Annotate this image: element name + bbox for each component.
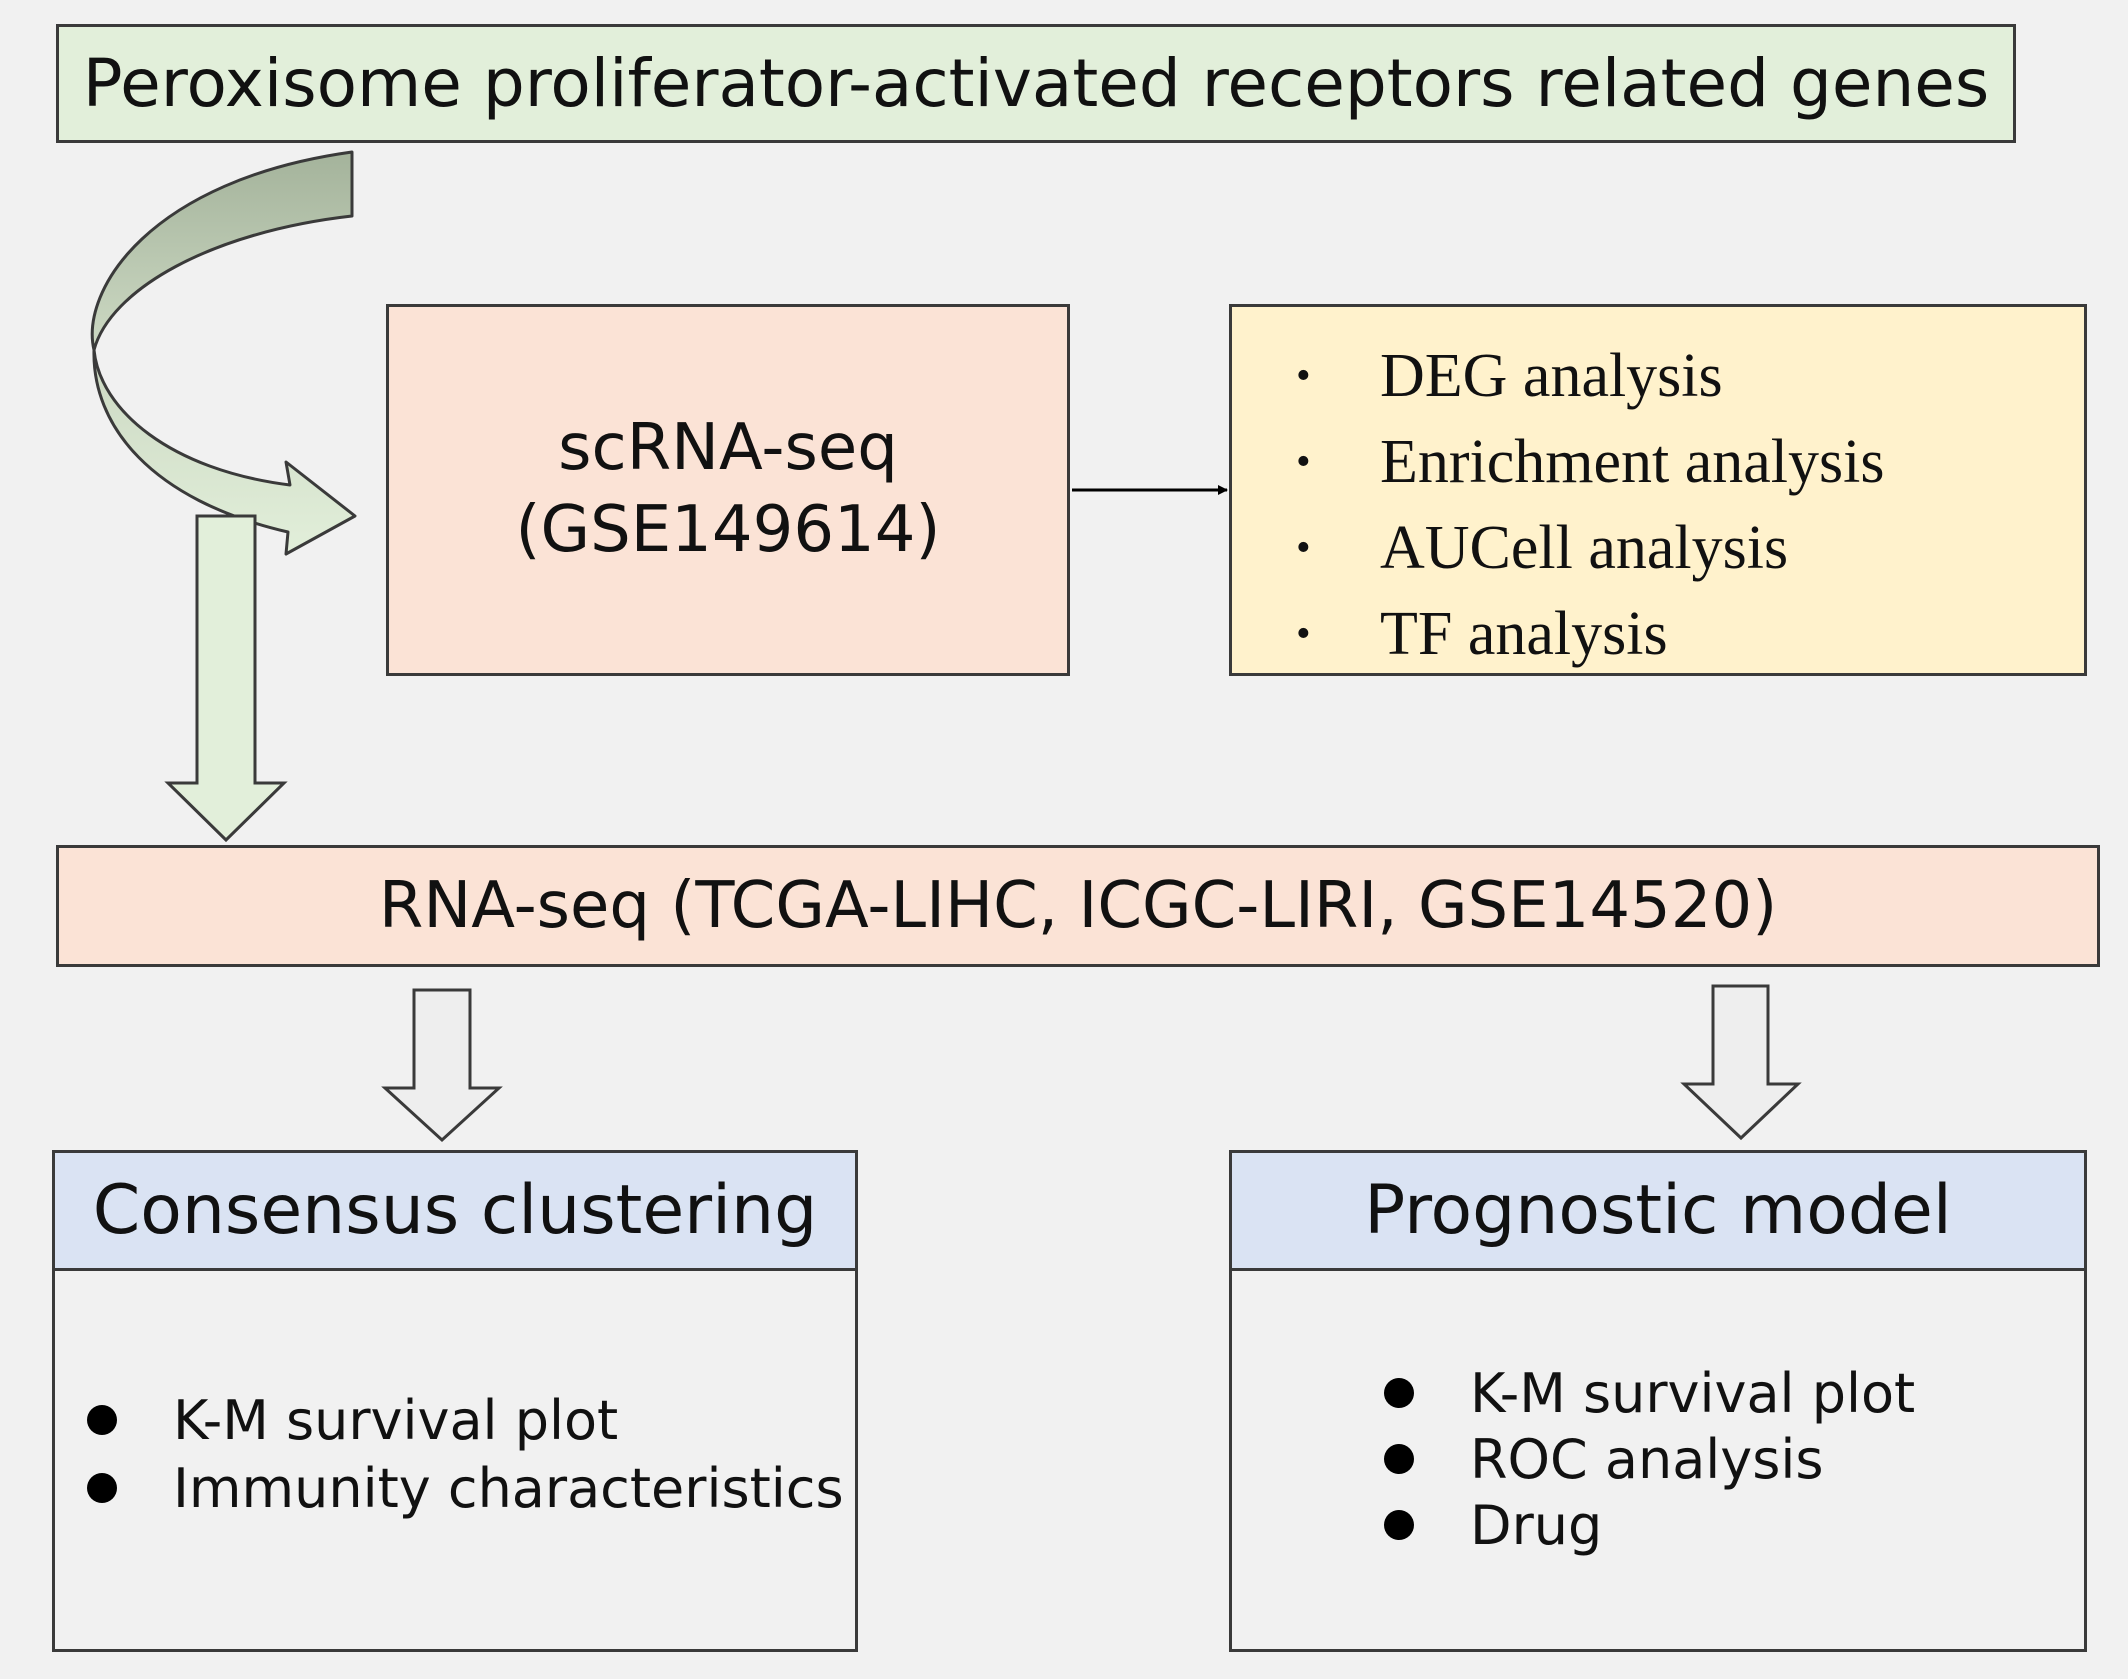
- analysis-list: • DEG analysis • Enrichment analysis • AUCe…: [1296, 333, 1884, 677]
- bullet-dot: [1384, 1378, 1414, 1409]
- consensus-item: Immunity characteristics: [87, 1455, 844, 1523]
- ppar-genes-box: Peroxisome proliferator-activated recept…: [56, 24, 2016, 143]
- consensus-item-label: K-M survival plot: [173, 1389, 619, 1452]
- bullet: •: [1296, 353, 1311, 399]
- prognostic-item: Drug: [1384, 1493, 1915, 1559]
- analysis-item: • Enrichment analysis: [1296, 419, 1884, 505]
- prognostic-list: K-M survival plot ROC analysis Drug: [1384, 1361, 1915, 1559]
- prognostic-item-label: K-M survival plot: [1470, 1362, 1916, 1425]
- scrna-seq-label: scRNA-seq: [558, 411, 898, 486]
- prognostic-model-heading: Prognostic model: [1232, 1153, 2084, 1271]
- prognostic-item-label: Drug: [1470, 1494, 1603, 1557]
- analysis-item-label: TF analysis: [1380, 600, 1668, 668]
- analysis-item: • AUCell analysis: [1296, 505, 1884, 591]
- prognostic-model-title: Prognostic model: [1364, 1171, 1952, 1250]
- rna-seq-box: RNA-seq (TCGA-LIHC, ICGC-LIRI, GSE14520): [56, 845, 2100, 967]
- bullet: •: [1296, 611, 1311, 657]
- consensus-item-label: Immunity characteristics: [173, 1457, 844, 1520]
- consensus-clustering-title: Consensus clustering: [92, 1171, 818, 1250]
- analysis-item: • DEG analysis: [1296, 333, 1884, 419]
- consensus-clustering-panel: Consensus clustering K-M survival plot I…: [52, 1150, 858, 1652]
- down-arrow-to-prognostic: [1680, 984, 1802, 1141]
- down-arrow-to-consensus: [381, 988, 503, 1143]
- prognostic-item: K-M survival plot: [1384, 1361, 1915, 1427]
- consensus-list: K-M survival plot Immunity characteristi…: [87, 1387, 844, 1523]
- analysis-item-label: Enrichment analysis: [1380, 428, 1885, 496]
- bullet-dot: [1384, 1510, 1414, 1541]
- curved-arrow: [90, 150, 357, 556]
- analysis-item-label: AUCell analysis: [1380, 514, 1789, 582]
- down-arrow-to-rnaseq: [164, 514, 288, 843]
- scrna-dataset-label: (GSE149614): [515, 493, 941, 567]
- bullet-dot: [87, 1473, 117, 1504]
- analyses-box: • DEG analysis • Enrichment analysis • AUCe…: [1229, 304, 2087, 676]
- bullet-dot: [87, 1405, 117, 1436]
- consensus-item: K-M survival plot: [87, 1387, 844, 1455]
- consensus-clustering-heading: Consensus clustering: [55, 1153, 855, 1271]
- bullet: •: [1296, 525, 1311, 571]
- analysis-item-label: DEG analysis: [1380, 342, 1723, 410]
- prognostic-item-label: ROC analysis: [1470, 1428, 1824, 1491]
- scrna-seq-box: scRNA-seq (GSE149614): [386, 304, 1070, 676]
- rna-seq-label: RNA-seq (TCGA-LIHC, ICGC-LIRI, GSE14520): [378, 869, 1778, 943]
- prognostic-item: ROC analysis: [1384, 1427, 1915, 1493]
- bullet: •: [1296, 439, 1311, 485]
- prognostic-model-panel: Prognostic model K-M survival plot ROC a…: [1229, 1150, 2087, 1652]
- ppar-genes-label: Peroxisome proliferator-activated recept…: [82, 45, 1990, 122]
- analysis-item: • TF analysis: [1296, 591, 1884, 677]
- bullet-dot: [1384, 1444, 1414, 1475]
